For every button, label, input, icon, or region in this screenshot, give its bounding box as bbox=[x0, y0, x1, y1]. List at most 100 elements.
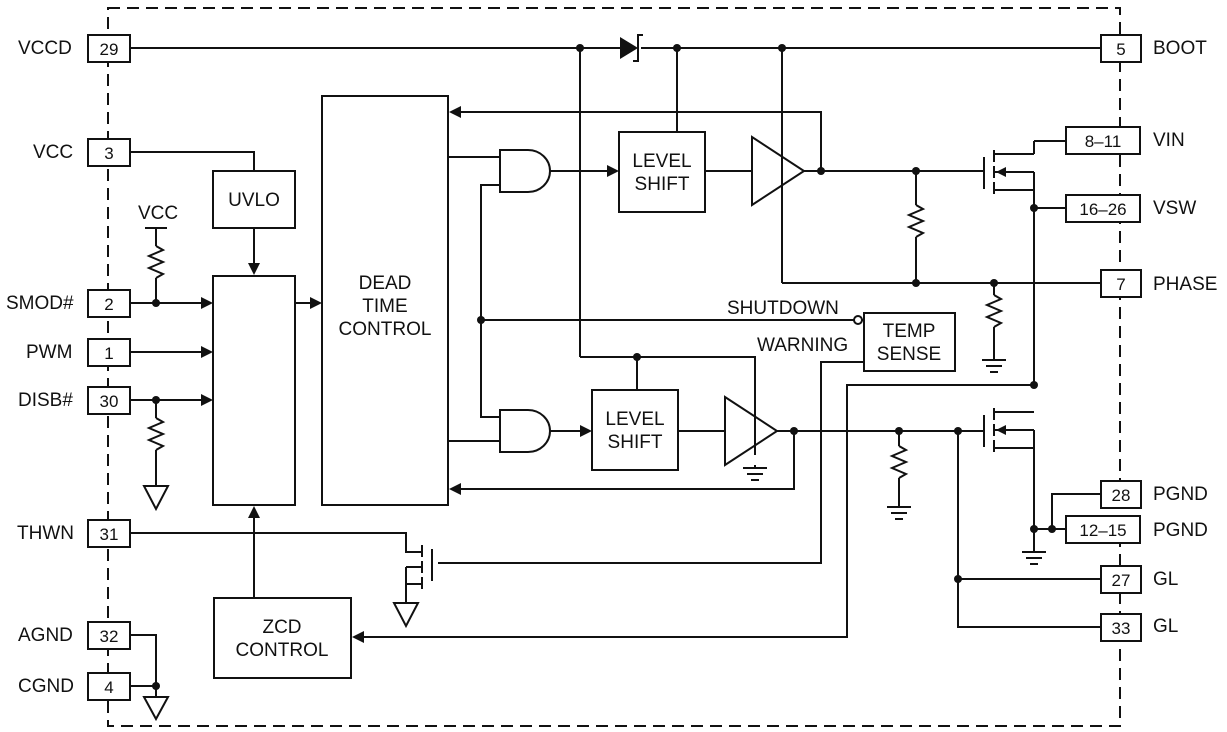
agnd-net bbox=[130, 634, 157, 697]
warning-label: WARNING bbox=[757, 335, 848, 356]
pin-number: 16–26 bbox=[1079, 200, 1126, 219]
pin-number: 28 bbox=[1112, 486, 1131, 505]
shutdown-label: SHUTDOWN bbox=[727, 298, 839, 319]
thwn-line bbox=[130, 532, 422, 553]
pin-pgnd-12-15: 12–15 PGND bbox=[1065, 515, 1208, 544]
pin-number: 3 bbox=[104, 144, 113, 163]
level-shift-high-label-2: SHIFT bbox=[635, 174, 690, 195]
level-shift-high-block: LEVEL SHIFT bbox=[618, 131, 706, 213]
level-shift-low-label-1: LEVEL bbox=[605, 409, 664, 430]
ground-icon bbox=[142, 485, 170, 512]
pin-label: GL bbox=[1153, 569, 1178, 590]
zcd-sense-line bbox=[363, 384, 1034, 638]
warning-line bbox=[438, 361, 864, 564]
pin-boot: 5 BOOT bbox=[1100, 34, 1207, 63]
shutdown-inversion-bubble bbox=[853, 315, 863, 325]
pin-label: VCC bbox=[33, 142, 73, 163]
pin-number: 8–11 bbox=[1085, 132, 1122, 151]
uvlo-block: UVLO bbox=[212, 170, 296, 229]
pin-label: CGND bbox=[18, 676, 74, 697]
pin-vcc: VCC 3 bbox=[33, 138, 131, 167]
pin-number: 27 bbox=[1112, 571, 1131, 590]
pin-label: PWM bbox=[26, 342, 72, 363]
gl-net bbox=[957, 431, 1101, 628]
low-side-feedback bbox=[460, 431, 795, 490]
zcd-control-block: ZCD CONTROL bbox=[213, 597, 352, 679]
pin-pwm: PWM 1 bbox=[26, 338, 131, 367]
pin-label: PHASE bbox=[1153, 274, 1217, 295]
pin-number: 1 bbox=[104, 344, 113, 363]
pin-label: BOOT bbox=[1153, 38, 1207, 59]
input-logic-block bbox=[212, 275, 296, 506]
pin-smod: SMOD# 2 bbox=[6, 289, 131, 318]
high-side-and-gate bbox=[499, 149, 551, 193]
temp-sense-block: TEMP SENSE bbox=[863, 312, 956, 372]
ground-icon bbox=[887, 506, 911, 520]
pin-vccd: VCCD 29 bbox=[18, 34, 131, 63]
pin-number: 5 bbox=[1116, 40, 1125, 59]
pin-label: THWN bbox=[17, 523, 74, 544]
pin-vsw: 16–26 VSW bbox=[1065, 194, 1196, 223]
temp-sense-label-1: TEMP bbox=[883, 321, 936, 342]
level-shift-low-label-2: SHIFT bbox=[608, 432, 663, 453]
temp-sense-label-2: SENSE bbox=[877, 344, 941, 365]
level-shift-high-label-1: LEVEL bbox=[632, 151, 691, 172]
schottky-diode-icon bbox=[620, 34, 643, 62]
pin-thwn: THWN 31 bbox=[17, 519, 131, 548]
pin-gl-33: 33 GL bbox=[1100, 613, 1178, 642]
pin-label: VIN bbox=[1153, 130, 1185, 151]
pin-label: SMOD# bbox=[6, 293, 74, 314]
pin-number: 2 bbox=[104, 295, 113, 314]
pin-agnd: AGND 32 bbox=[18, 621, 131, 650]
pin-gl-27: 27 GL bbox=[1100, 565, 1178, 594]
pin-label: VSW bbox=[1153, 198, 1196, 219]
pin-number: 12–15 bbox=[1079, 521, 1126, 540]
dead-time-label-2: TIME bbox=[362, 296, 407, 317]
pin-number: 7 bbox=[1116, 275, 1125, 294]
pin-label: PGND bbox=[1153, 484, 1208, 505]
vcc-pullup-label: VCC bbox=[138, 203, 178, 224]
pin-label: PGND bbox=[1153, 520, 1208, 541]
pin-pgnd-28: 28 PGND bbox=[1100, 480, 1208, 509]
pin-disb: DISB# 30 bbox=[18, 386, 131, 415]
phase-resistor bbox=[984, 294, 1004, 328]
pin-number: 4 bbox=[104, 678, 113, 697]
high-side-feedback bbox=[460, 111, 822, 171]
pin-vin: 8–11 VIN bbox=[1065, 126, 1185, 155]
dead-time-label-1: DEAD bbox=[359, 273, 412, 294]
pin-label: VCCD bbox=[18, 38, 72, 59]
dead-time-control-block: DEAD TIME CONTROL bbox=[321, 95, 449, 506]
pin-label: GL bbox=[1153, 616, 1178, 637]
pin-phase: 7 PHASE bbox=[1100, 269, 1217, 298]
zcd-label-2: CONTROL bbox=[236, 640, 329, 661]
level-shift-low-block: LEVEL SHIFT bbox=[591, 389, 679, 471]
pin-number: 31 bbox=[100, 525, 119, 544]
low-side-mosfet-icon bbox=[983, 408, 1035, 552]
vcc-to-uvlo bbox=[130, 151, 255, 171]
pin-cgnd: CGND 4 bbox=[18, 672, 131, 701]
high-side-driver-icon bbox=[751, 135, 806, 207]
smod-pullup-resistor bbox=[146, 245, 166, 279]
ground-icon bbox=[142, 696, 170, 722]
low-gate-resistor bbox=[889, 445, 909, 479]
pin-number: 32 bbox=[100, 627, 119, 646]
pin-number: 30 bbox=[100, 392, 119, 411]
uvlo-label: UVLO bbox=[228, 190, 280, 211]
ground-icon bbox=[982, 359, 1006, 373]
dead-time-label-3: CONTROL bbox=[339, 319, 432, 340]
pgnd-net bbox=[1051, 493, 1101, 529]
pin-number: 33 bbox=[1112, 619, 1131, 638]
pin-label: AGND bbox=[18, 625, 73, 646]
ground-icon bbox=[743, 467, 767, 481]
low-side-and-gate bbox=[499, 409, 551, 453]
low-side-driver-icon bbox=[724, 395, 779, 467]
high-gate-resistor bbox=[906, 204, 926, 238]
disb-pulldown-resistor bbox=[146, 417, 166, 451]
zcd-label-1: ZCD bbox=[262, 617, 301, 638]
thwn-mosfet-icon bbox=[405, 545, 433, 603]
boot-rail bbox=[130, 44, 1101, 52]
ground-icon bbox=[392, 602, 420, 629]
high-side-mosfet-icon bbox=[983, 140, 1066, 385]
pin-label: DISB# bbox=[18, 390, 73, 411]
